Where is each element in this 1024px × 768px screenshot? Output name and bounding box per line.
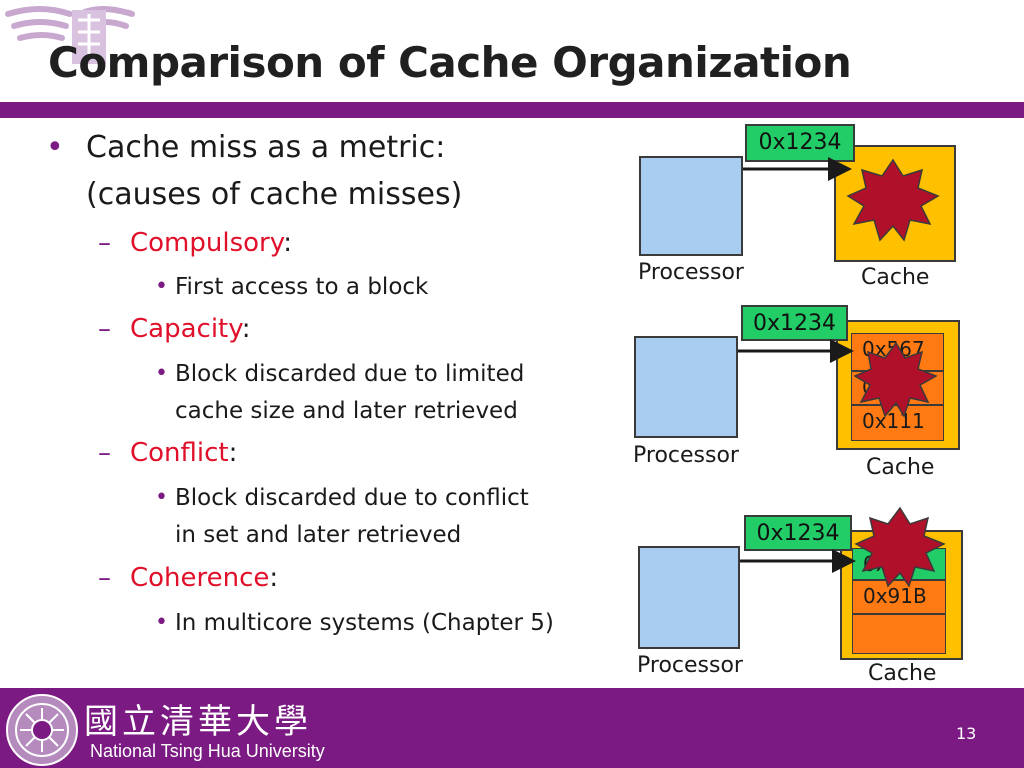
sub-bullet-conflict: Conflict: (130, 438, 237, 468)
term-compulsory: Compulsory (130, 228, 284, 258)
bullet-dot-icon: • (155, 274, 168, 299)
cache-label: Cache (866, 455, 935, 480)
processor-label: Processor (638, 260, 744, 285)
main-bullet-line-2: (causes of cache misses) (86, 177, 463, 212)
sub-bullet-compulsory: Compulsory: (130, 228, 292, 258)
main-bullet-line-1: Cache miss as a metric: (86, 130, 446, 165)
university-logo-watermark (5, 6, 135, 64)
desc-compulsory-1: First access to a block (175, 274, 429, 300)
processor-box (639, 156, 743, 256)
term-colon: : (283, 228, 292, 258)
desc-capacity-2: cache size and later retrieved (175, 398, 518, 424)
term-conflict: Conflict (130, 438, 229, 468)
sub-bullet-coherence: Coherence: (130, 563, 278, 593)
arrows-and-miss-bursts (738, 157, 946, 588)
title-underline-bar (0, 102, 1024, 118)
term-colon: : (241, 314, 251, 344)
address-tag: 0x1234 (741, 305, 848, 341)
cache-label: Cache (861, 265, 930, 290)
university-seal-icon (6, 694, 78, 766)
dash-icon: – (98, 314, 111, 344)
processor-label: Processor (633, 443, 739, 468)
dash-icon: – (98, 228, 111, 258)
address-tag: 0x1234 (745, 124, 855, 162)
term-coherence: Coherence (130, 563, 270, 593)
bullet-dot-icon: • (155, 610, 168, 635)
cache-block: 0x111 (851, 405, 944, 441)
address-tag: 0x1234 (744, 515, 852, 551)
miss-burst-icon (846, 158, 940, 242)
bullet-dot-icon: • (46, 130, 64, 165)
university-name-english: National Tsing Hua University (90, 741, 325, 761)
sub-bullet-capacity: Capacity: (130, 314, 251, 344)
cache-block (852, 614, 946, 654)
bullet-dot-icon: • (155, 361, 168, 386)
slide-title: Comparison of Cache Organization (48, 38, 852, 87)
desc-conflict-2: in set and later retrieved (175, 522, 462, 548)
desc-conflict-1: Block discarded due to conflict (175, 485, 529, 511)
bullet-dot-icon: • (155, 485, 168, 510)
dash-icon: – (98, 438, 111, 468)
cache-block: 0x91B (852, 580, 946, 614)
processor-label: Processor (637, 653, 743, 678)
miss-burst-icon (853, 341, 938, 418)
processor-box (634, 336, 738, 438)
miss-burst-icon (854, 506, 946, 588)
desc-capacity-1: Block discarded due to limited (175, 361, 525, 387)
term-capacity: Capacity (130, 314, 242, 344)
university-name-chinese: 國立清華大學 (84, 702, 312, 742)
processor-box (638, 546, 740, 649)
bullet-list: • Cache miss as a metric: (causes of cac… (46, 130, 554, 636)
page-number: 13 (956, 724, 977, 743)
cache-label: Cache (868, 661, 937, 686)
cache-miss-diagrams: Processor Cache 0x1234 Processor 0x567 0… (633, 124, 963, 686)
desc-coherence-1: In multicore systems (Chapter 5) (175, 610, 554, 636)
dash-icon: – (98, 563, 111, 593)
term-colon: : (269, 563, 279, 593)
footer-bar (0, 688, 1024, 768)
term-colon: : (228, 438, 238, 468)
